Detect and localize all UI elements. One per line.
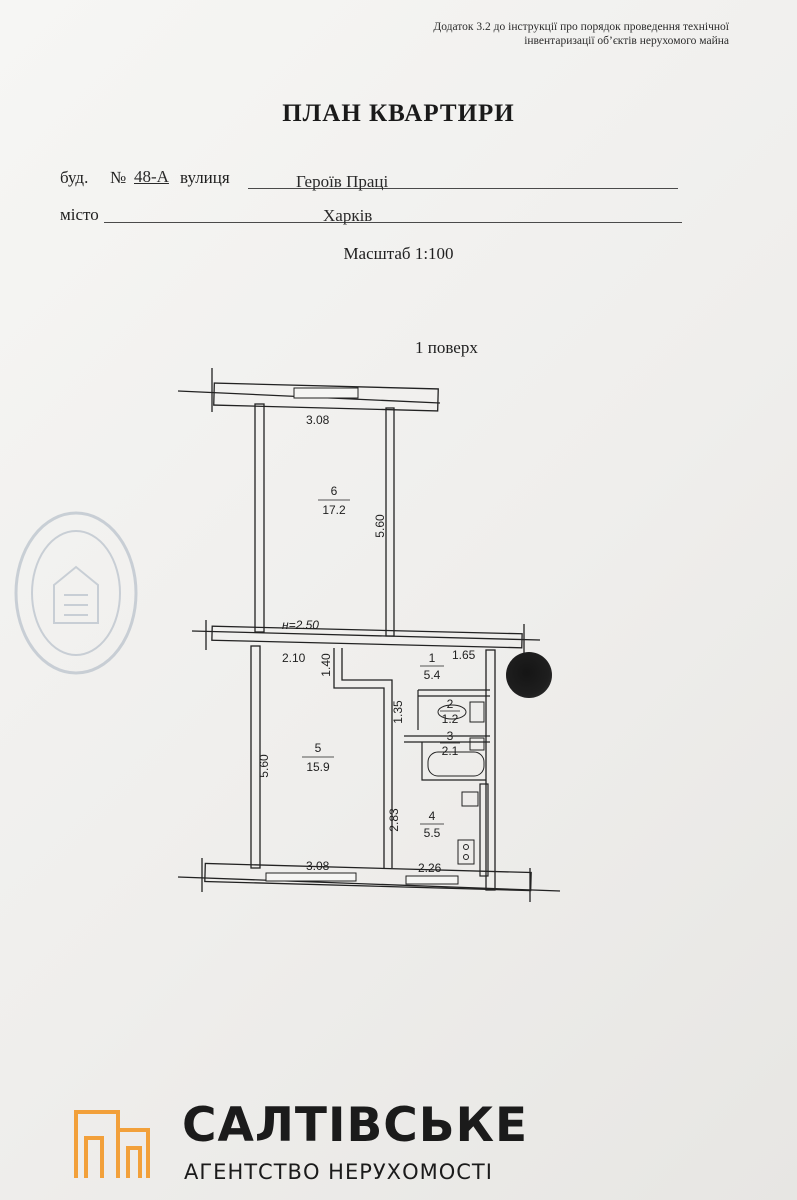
- appendix-line-1: Додаток 3.2 до інструкції про порядок пр…: [433, 21, 729, 33]
- dim-corridor-depth: 1.40: [319, 653, 333, 677]
- city-underline: [104, 222, 682, 223]
- ceiling-height-note: н=2.50: [282, 618, 319, 632]
- room-6-number: 6: [331, 484, 338, 498]
- room-3-number: 3: [447, 729, 454, 743]
- dim-kitchen-depth: 2.83: [387, 808, 401, 832]
- room-5-number: 5: [315, 741, 322, 755]
- ink-blot: [506, 652, 552, 698]
- dim-room6-depth: 5.60: [373, 514, 387, 538]
- building-number: 48-А: [134, 167, 169, 186]
- street-label: вулиця: [180, 168, 230, 187]
- stove-icon: [457, 839, 475, 865]
- appendix-line-2: інвентаризації об’єктів нерухомого майна: [524, 35, 729, 47]
- dim-wc-depth: 1.35: [391, 700, 405, 724]
- street-underline: [248, 188, 678, 189]
- city-label: місто: [60, 205, 99, 224]
- room-4-area: 5.5: [424, 826, 441, 840]
- room-3-area: 2.1: [442, 744, 459, 758]
- stamp-seal-icon: [14, 511, 138, 675]
- floor-label: 1 поверх: [415, 338, 478, 357]
- room-2-number: 2: [447, 697, 454, 711]
- room-2-area: 1.2: [442, 712, 459, 726]
- toilet-icon: [437, 701, 485, 723]
- room-5-area: 15.9: [306, 760, 330, 774]
- dim-bottom-width: 3.08: [306, 859, 330, 873]
- building-logo-icon: [74, 1110, 150, 1178]
- room-1-area: 5.4: [424, 668, 441, 682]
- city-value: Харків: [323, 206, 373, 225]
- room-4-number: 4: [429, 809, 436, 823]
- scale-label: Масштаб 1:100: [343, 244, 454, 263]
- brand-subtitle: АГЕНТСТВО НЕРУХОМОСТІ: [184, 1160, 493, 1184]
- appendix-note: Додаток 3.2 до інструкції про порядок пр…: [369, 20, 729, 48]
- building-label: буд.: [60, 168, 89, 187]
- page-title: ПЛАН КВАРТИРИ: [282, 100, 515, 127]
- number-prefix: №: [110, 168, 127, 187]
- room-6-area: 17.2: [322, 503, 346, 517]
- dim-kitchen-width: 2.26: [418, 861, 442, 875]
- dim-hall-width: 1.65: [452, 648, 476, 662]
- dim-top-width: 3.08: [306, 413, 330, 427]
- bathtub-icon: [427, 737, 485, 777]
- dim-room5-depth: 5.60: [257, 754, 271, 778]
- brand-name: САЛТІВСЬКЕ: [182, 1098, 529, 1153]
- sink-icon: [461, 791, 479, 807]
- street-value: Героїв Праці: [296, 172, 389, 191]
- room-1-number: 1: [429, 651, 436, 665]
- plan-walls: [177, 368, 561, 902]
- dim-corridor-width: 2.10: [282, 651, 306, 665]
